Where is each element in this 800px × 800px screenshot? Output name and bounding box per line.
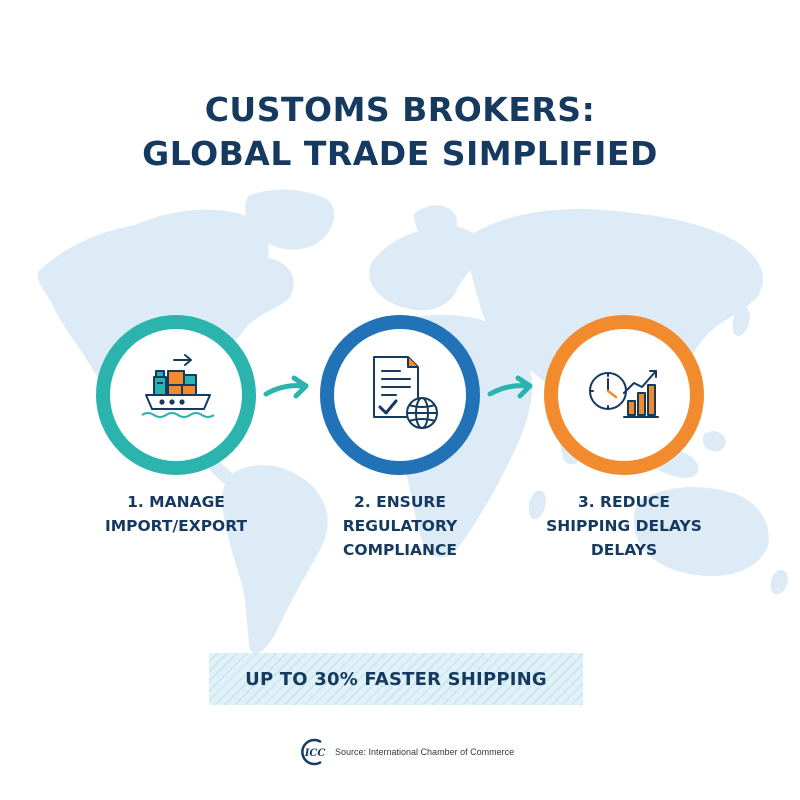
step-3-line-2: SHIPPING DELAYS: [546, 517, 702, 535]
step-2-line-2: REGULATORY: [342, 517, 458, 535]
stat-banner: UP TO 30% FASTER SHIPPING: [209, 653, 583, 705]
icc-logo-text: ICC: [304, 748, 326, 759]
step-2-line-3: COMPLIANCE: [343, 541, 457, 559]
arrow-right-icon: [263, 375, 309, 399]
step-1-label: 1. MANAGE IMPORT/EXPORT: [76, 490, 276, 538]
step-2-circle: [320, 315, 480, 475]
step-1-circle: [96, 315, 256, 475]
document-globe-icon: [373, 356, 438, 429]
cargo-ship-icon: [141, 354, 215, 418]
step-3-circle: [544, 315, 704, 475]
stat-banner-text: UP TO 30% FASTER SHIPPING: [245, 668, 547, 690]
source-footer: ICC Source: International Chamber of Com…: [299, 737, 514, 767]
step-3-line-3: DELAYS: [590, 541, 658, 559]
source-text: Source: International Chamber of Commerc…: [335, 747, 515, 757]
step-2-label: 2. ENSURE REGULATORY COMPLIANCE: [300, 490, 500, 562]
icc-logo-icon: ICC: [301, 738, 326, 766]
step-3-label: 3. REDUCE SHIPPING DELAYS DELAYS: [524, 490, 724, 562]
step-1-line-1: 1. MANAGE: [127, 493, 225, 511]
title-line-2: GLOBAL TRADE SIMPLIFIED: [142, 134, 658, 173]
step-1-line-2: IMPORT/EXPORT: [104, 517, 248, 535]
clock-chart-icon: [589, 370, 659, 418]
step-3-line-1: 3. REDUCE: [577, 493, 670, 511]
step-2-line-1: 2. ENSURE: [354, 493, 446, 511]
page-title: CUSTOMS BROKERS: GLOBAL TRADE SIMPLIFIED: [0, 88, 800, 176]
arrow-right-icon: [487, 375, 533, 399]
title-line-1: CUSTOMS BROKERS:: [204, 90, 596, 129]
